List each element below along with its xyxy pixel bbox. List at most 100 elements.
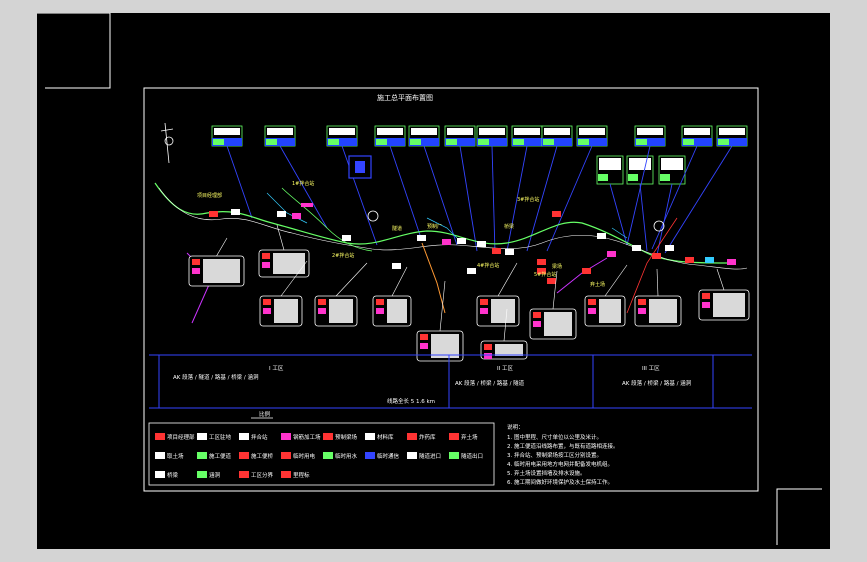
section-2-label: II 工区 [497, 365, 513, 372]
highway-route [281, 187, 373, 252]
svg-text:材料库: 材料库 [377, 433, 394, 441]
section-3-label: III 工区 [642, 365, 660, 372]
top-callout-box [716, 125, 748, 147]
legend-items: 项目经理部工区驻地拌合站钢筋加工场预制梁场材料库炸药库弃土场取土场施工便道施工便… [155, 433, 483, 479]
route-label: 梁场 [552, 263, 562, 270]
top-callout-box [681, 125, 713, 147]
top-callout-box [264, 125, 296, 147]
site-icon [685, 257, 694, 263]
route-label: 1#拌合站 [292, 180, 314, 187]
svg-text:炸药库: 炸药库 [419, 433, 436, 441]
svg-text:临时用水: 临时用水 [335, 452, 358, 460]
legend-item: 涵洞 [197, 471, 221, 479]
site-icon [417, 235, 426, 241]
scale-tag: 比例 [259, 410, 271, 418]
route-label: 3#拌合站 [517, 196, 539, 203]
route-label: 桥梁 [504, 223, 514, 230]
note-line: 1. 图中里程、尺寸单位以公里及米计。 [507, 433, 602, 441]
svg-text:涵洞: 涵洞 [209, 471, 221, 479]
legend-item: 临时用电 [281, 452, 316, 460]
legend-item: 临时通信 [365, 452, 400, 460]
site-icon [537, 268, 546, 274]
svg-text:拌合站: 拌合站 [251, 433, 268, 441]
detail-callout [314, 262, 368, 327]
svg-text:临时通信: 临时通信 [377, 452, 400, 460]
leader-line [459, 145, 478, 252]
project-hq-icon-fill [355, 161, 365, 173]
detail-callouts [188, 224, 750, 362]
detail-callout [698, 268, 750, 321]
legend-item: 临时用水 [323, 452, 358, 460]
route-label: 隧道 [392, 225, 402, 232]
leader-line [664, 145, 733, 254]
tunnel-icon [367, 210, 379, 222]
site-icon [277, 211, 286, 217]
note-line: 4. 临时用电采用地方电网并配备发电机组。 [507, 460, 613, 468]
site-icon [292, 213, 301, 219]
detail-callout [634, 268, 682, 327]
leader-line [609, 183, 628, 246]
mid-callout-box [626, 155, 654, 185]
drawing-title: 施工总平面布置图 [377, 93, 433, 102]
site-icon [392, 263, 401, 269]
note-line: 3. 拌合站、预制梁场按工区分别设置。 [507, 451, 602, 459]
top-callout-box [326, 125, 358, 147]
red-road [626, 217, 678, 314]
site-icon [209, 211, 218, 217]
legend-item: 施工便桥 [239, 452, 274, 460]
site-icon [705, 257, 714, 263]
site-icon [552, 211, 561, 217]
top-callout-box [374, 125, 406, 147]
top-callout-box [576, 125, 608, 147]
svg-text:钢筋加工场: 钢筋加工场 [293, 433, 321, 441]
sheet-corner-marks [37, 13, 822, 545]
cyan-roads [266, 192, 628, 239]
svg-text:桥梁: 桥梁 [167, 471, 179, 479]
svg-text:取土场: 取土场 [167, 452, 184, 460]
detail-callout [529, 270, 577, 340]
notes-heading: 说明： [507, 423, 524, 431]
leader-line [651, 145, 698, 250]
svg-text:弃土场: 弃土场 [461, 433, 478, 441]
site-icon [301, 203, 313, 207]
note-line: 6. 施工期间做好环境保护及水土保持工作。 [507, 478, 613, 486]
top-callout-row [211, 125, 748, 185]
legend-item: 预制梁场 [323, 433, 358, 441]
svg-text:工区驻地: 工区驻地 [209, 433, 232, 441]
detail-callout [372, 266, 412, 327]
svg-text:项目经理部: 项目经理部 [167, 433, 195, 441]
svg-text:临时用电: 临时用电 [293, 452, 316, 460]
site-icon [492, 248, 501, 254]
site-icon [457, 238, 466, 244]
leader-lines [226, 145, 733, 256]
leader-line [341, 145, 378, 246]
top-callout-box [476, 125, 508, 147]
detail-callout [584, 264, 628, 327]
route-lines [154, 182, 748, 324]
section-2-desc: AK 段落 / 桥梁 / 路基 / 隧道 [455, 379, 525, 387]
mid-callout-box [596, 155, 624, 185]
section-3-desc: AK 段落 / 桥梁 / 路基 / 涵洞 [622, 379, 692, 387]
route-label: 5#拌合站 [534, 271, 556, 278]
site-icon [547, 278, 556, 284]
site-icon [467, 268, 476, 274]
site-icon [342, 235, 351, 241]
route-label: 2#拌合站 [332, 252, 354, 259]
site-icon [537, 259, 546, 265]
detail-callout [258, 224, 310, 278]
detail-callout [476, 262, 520, 327]
legend-item: 弃土场 [449, 433, 478, 441]
note-line: 5. 弃土场设置挡墙及排水设施。 [507, 469, 586, 477]
route-label: 项目经理部 [197, 192, 222, 199]
leader-line [389, 145, 423, 242]
svg-text:工区分界: 工区分界 [251, 471, 274, 479]
total-length: 线路全长 5 1.6 km [387, 397, 435, 405]
detail-callout [188, 237, 245, 287]
legend-item: 炸药库 [407, 433, 436, 441]
leader-line [491, 145, 496, 254]
leader-line [639, 183, 648, 252]
site-icons [209, 155, 736, 284]
secondary-route [158, 187, 748, 270]
top-callout-box [634, 125, 666, 147]
site-icon [505, 249, 514, 255]
